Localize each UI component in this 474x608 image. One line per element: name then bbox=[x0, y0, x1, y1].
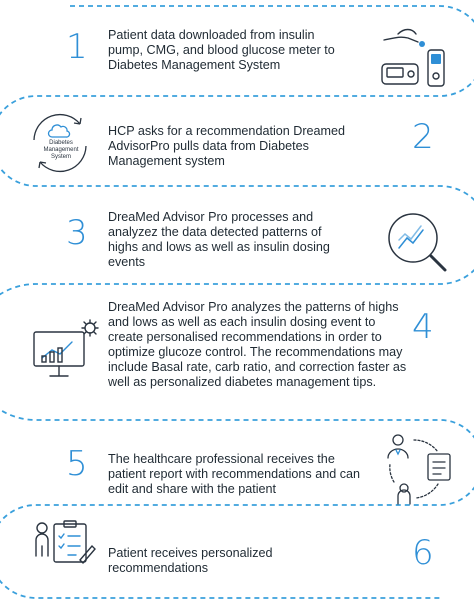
insulin-pump-meter-icon bbox=[381, 28, 445, 87]
cloud-sync-icon bbox=[33, 114, 87, 172]
step-4-number: 4 bbox=[412, 307, 434, 347]
patient-checklist-icon bbox=[35, 520, 96, 565]
step-2-text: HCP asks for a recommendation Dreamed Ad… bbox=[108, 124, 346, 168]
step-4-text: DreaMed Advisor Pro analyzes the pattern… bbox=[108, 300, 407, 389]
monitor-gear-icon bbox=[33, 319, 99, 377]
step-1-text: Patient data downloaded from insulin pum… bbox=[108, 28, 335, 72]
step-6-text: Patient receives personalized recommenda… bbox=[108, 546, 273, 575]
doctor-patient-cycle-icon bbox=[387, 434, 451, 505]
step-2-number: 2 bbox=[412, 117, 434, 157]
step-3-number: 3 bbox=[66, 213, 88, 253]
cloud-sync-icon-label: Diabetes Management System bbox=[43, 140, 79, 160]
magnifier-chart-icon bbox=[388, 213, 447, 272]
step-1-number: 1 bbox=[66, 27, 88, 67]
step-5-text: The healthcare professional receives the… bbox=[108, 452, 361, 496]
step-5-number: 5 bbox=[66, 444, 88, 484]
step-3-text: DreaMed Advisor Pro processes and analyz… bbox=[108, 210, 330, 269]
step-6-number: 6 bbox=[412, 533, 434, 573]
